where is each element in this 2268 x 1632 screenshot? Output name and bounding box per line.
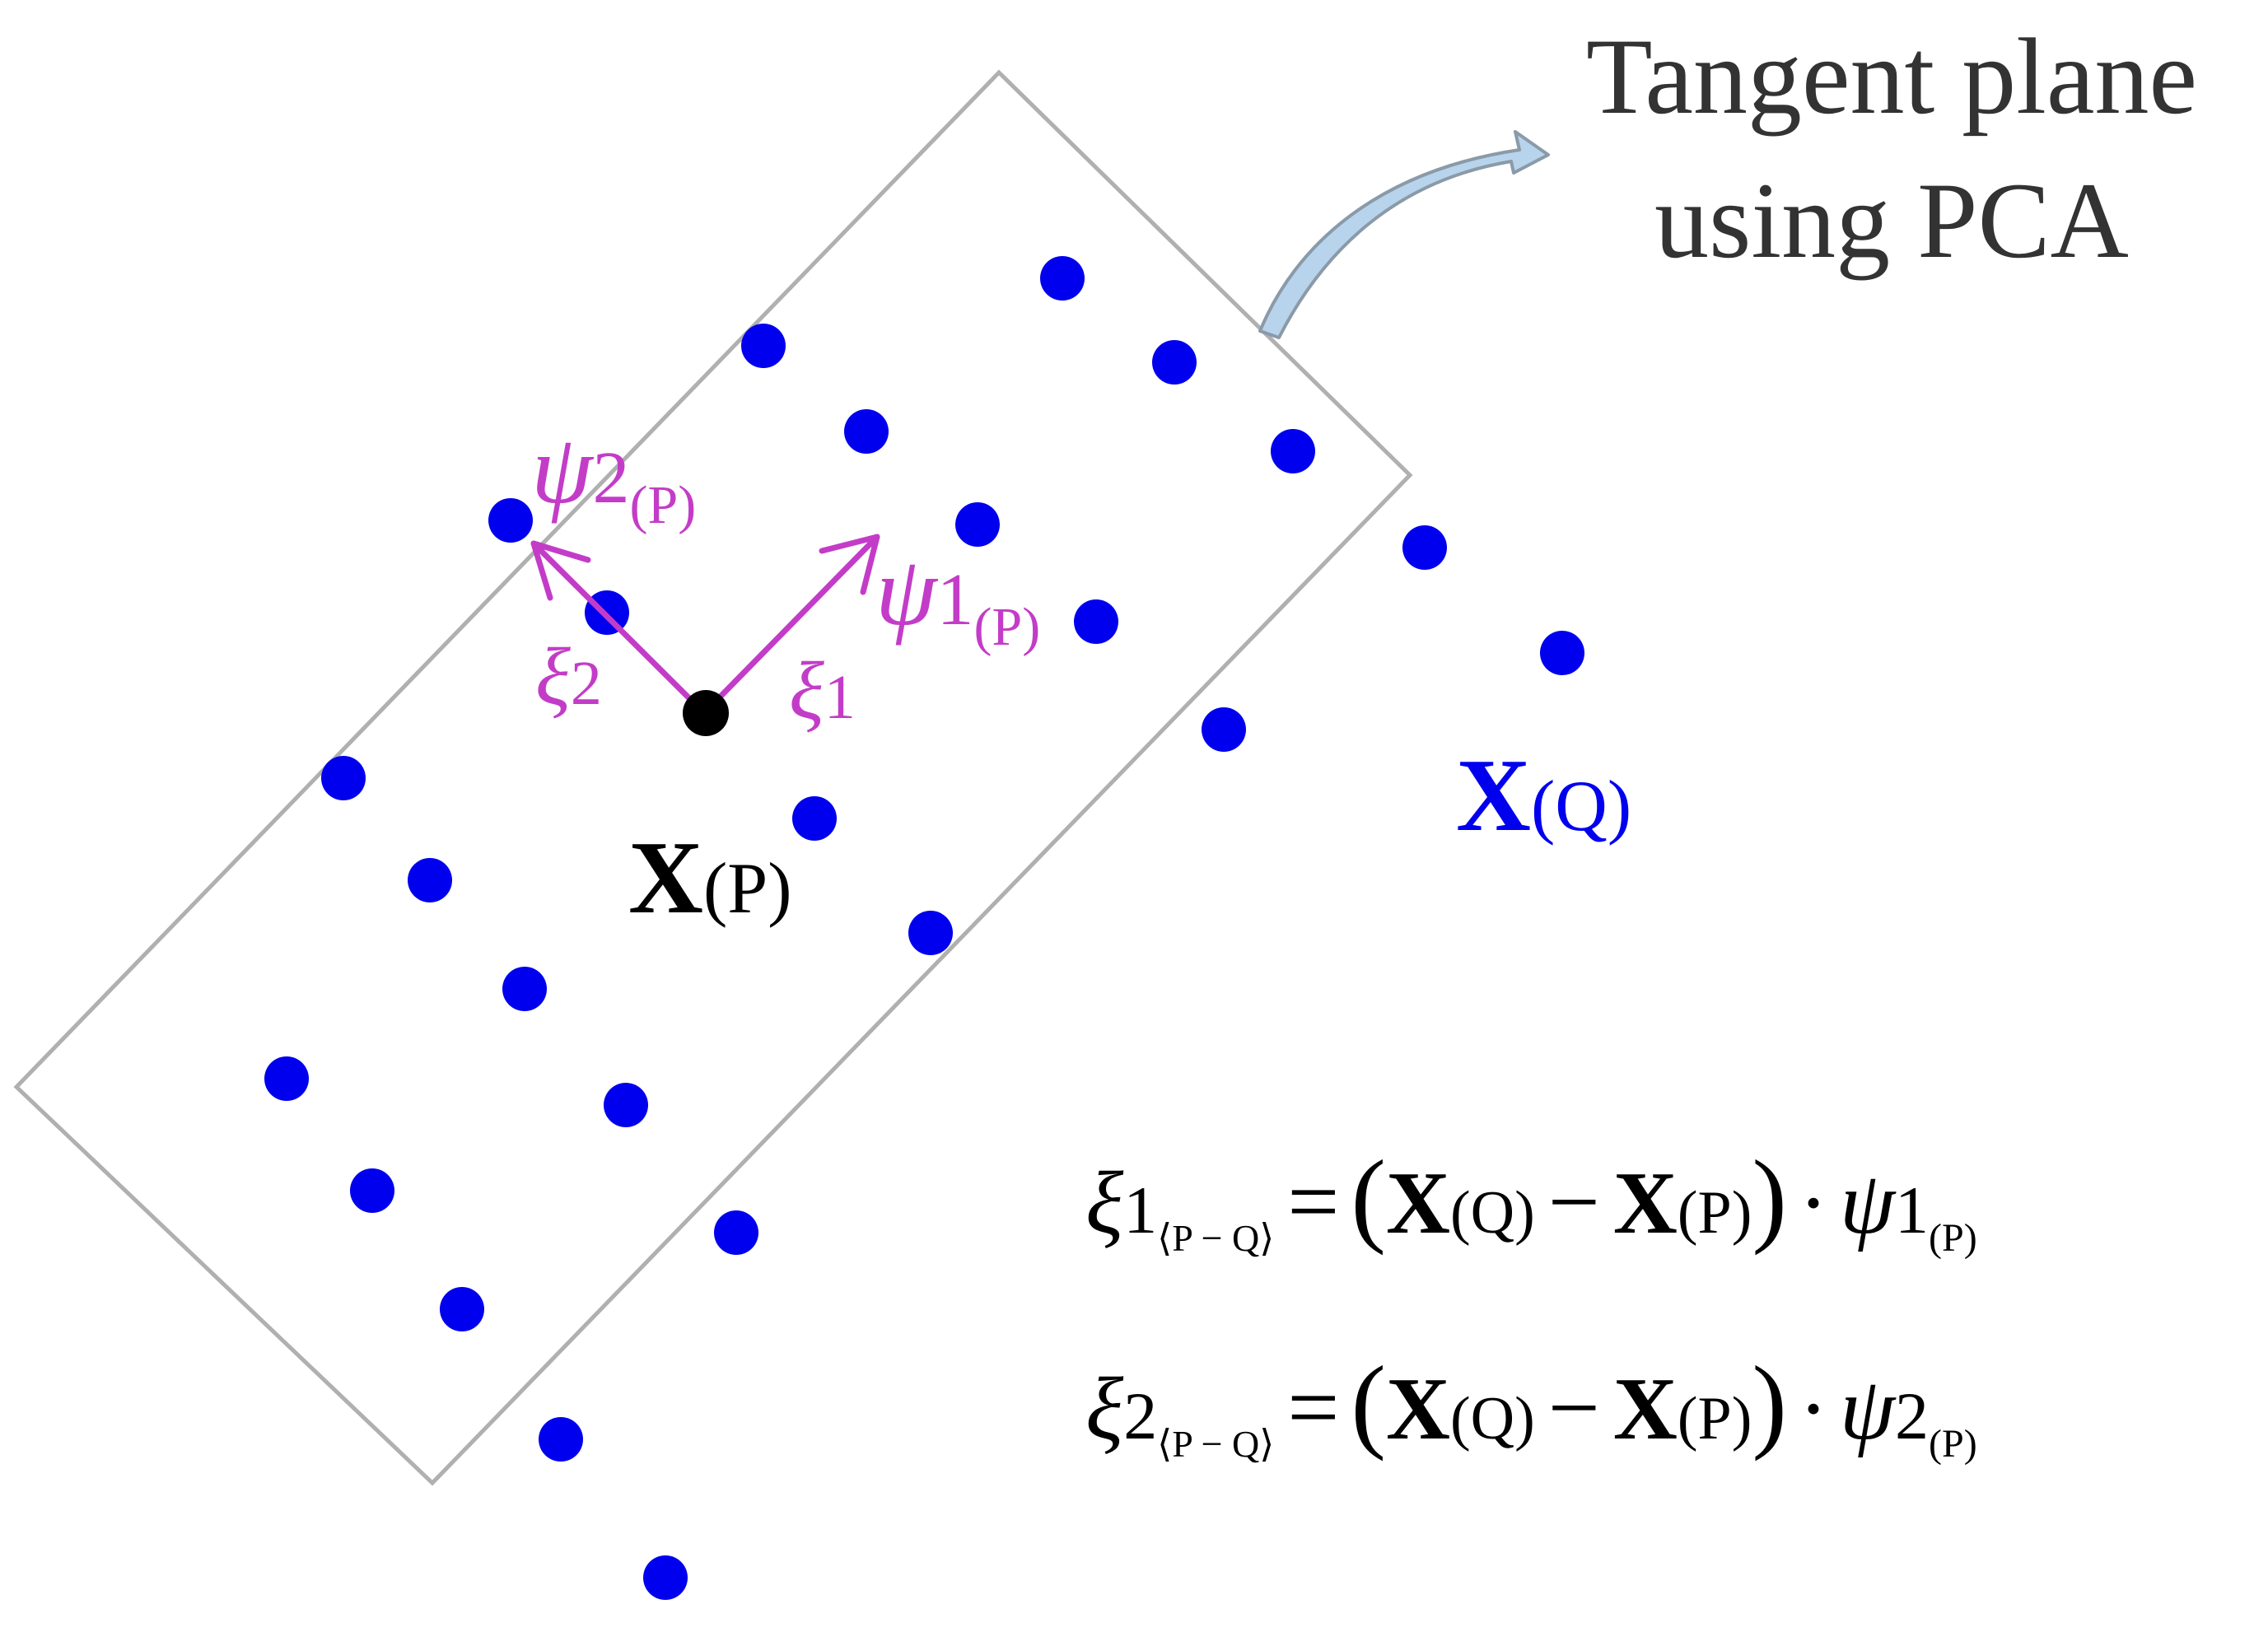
psi2-label: ψ2(P): [531, 414, 696, 535]
data-point: [408, 858, 452, 902]
data-point: [643, 1555, 688, 1600]
data-point: [1540, 631, 1584, 675]
data-point: [741, 324, 786, 368]
curved-arrow-icon: [1258, 130, 1550, 339]
data-point: [502, 967, 547, 1011]
data-point: [1152, 340, 1197, 385]
xp-label: X(P): [628, 821, 792, 935]
data-point: [350, 1168, 394, 1213]
data-point: [539, 1417, 583, 1462]
psi1-vector: [701, 534, 880, 716]
data-point: [714, 1210, 758, 1255]
xi2-label: ξ2: [535, 631, 602, 722]
tangent-plane-rectangle: [13, 69, 1413, 1486]
data-point: [488, 498, 533, 543]
data-point: [1202, 707, 1246, 752]
data-point: [792, 796, 837, 841]
psi1-label: ψ1(P): [875, 536, 1040, 657]
data-point: [1271, 429, 1315, 473]
annotation-line-2: using PCA: [1654, 160, 2129, 281]
data-point: [440, 1287, 484, 1331]
data-point: [844, 409, 889, 454]
xq-label: X(Q): [1456, 739, 1631, 853]
data-point: [1402, 525, 1447, 570]
data-point: [264, 1056, 309, 1101]
data-point: [955, 502, 1000, 547]
equation-1: ξ1⟨P − Q⟩=(X(Q)−X(P))·ψ1(P): [1085, 1139, 1977, 1260]
data-point: [604, 1083, 648, 1127]
data-point: [1040, 256, 1085, 301]
data-point: [1074, 599, 1118, 644]
center-point-xp: [683, 690, 729, 736]
psi2-vector: [530, 540, 707, 716]
data-point: [321, 756, 366, 800]
annotation-line-1: Tangent plane: [1586, 16, 2197, 137]
equation-2: ξ2⟨P − Q⟩=(X(Q)−X(P))·ψ2(P): [1085, 1345, 1977, 1466]
xi1-label: ξ1: [789, 645, 856, 736]
data-point: [908, 911, 953, 955]
